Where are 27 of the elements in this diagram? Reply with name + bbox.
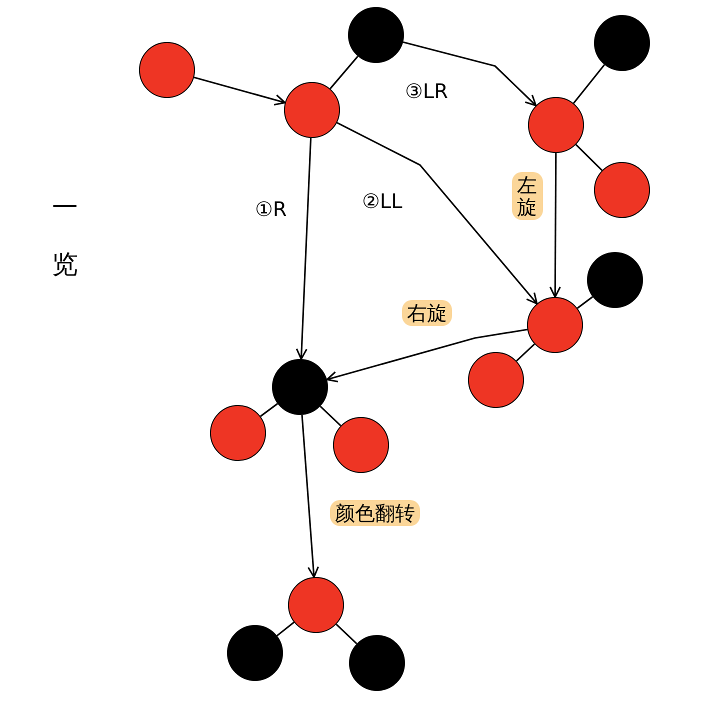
edge-label: ①R xyxy=(255,198,287,220)
tree-edge-line xyxy=(276,622,294,636)
edge-label: ③LR xyxy=(405,80,448,102)
tree-edge-line xyxy=(576,296,594,309)
arrow xyxy=(402,41,537,106)
tree-edge-line xyxy=(572,64,606,104)
arrow xyxy=(296,138,312,360)
edge-label: 颜色翻转 xyxy=(330,500,420,526)
edge-label: 左旋 xyxy=(512,172,543,220)
tree-edge-line xyxy=(320,406,342,426)
edge-label: 右旋 xyxy=(402,300,452,326)
tree-edge-line xyxy=(516,344,536,362)
tree-edge-line xyxy=(330,56,358,90)
tree-node-circle xyxy=(272,359,328,415)
tree-edge-line xyxy=(336,624,358,644)
tree-node-circle xyxy=(527,297,583,353)
arrow xyxy=(326,328,528,382)
arrow xyxy=(301,414,320,578)
tree-node-circle xyxy=(528,97,584,153)
arrow xyxy=(336,122,538,304)
side-title: 一览 xyxy=(52,192,79,282)
tree-edge-line xyxy=(575,144,603,171)
tree-edge-line xyxy=(260,403,278,417)
arrow xyxy=(549,153,561,298)
arrow xyxy=(194,76,286,106)
edge-label: ②LL xyxy=(362,190,402,212)
tree-node-circle xyxy=(288,577,344,633)
